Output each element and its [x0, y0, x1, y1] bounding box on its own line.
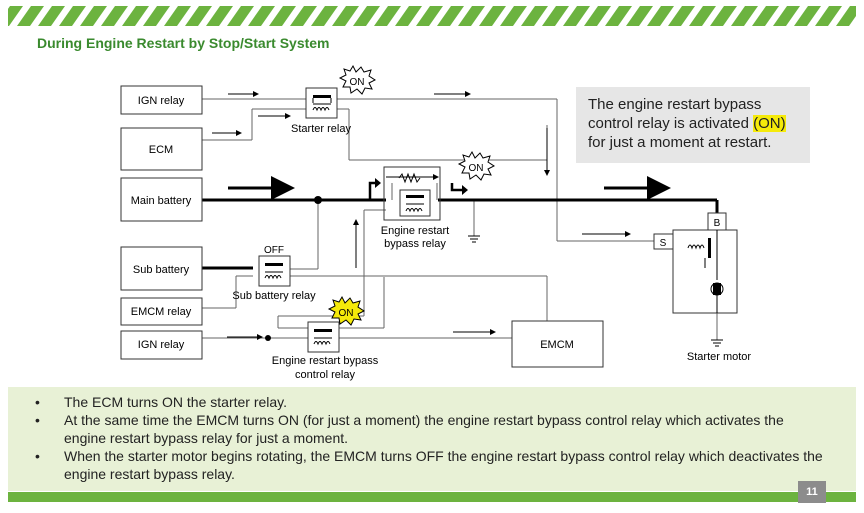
- header-stripe: [618, 6, 640, 26]
- emcm-relay-box: EMCM relay: [120, 297, 203, 326]
- circuit-diagram: IGN relay ECM Main battery Sub battery E…: [120, 64, 752, 381]
- ground-symbol: [711, 339, 723, 347]
- bullet-list: The ECM turns ON the starter relay. At t…: [8, 387, 856, 483]
- info-note-highlight: (ON): [753, 115, 786, 132]
- header-stripe: [219, 6, 241, 26]
- bypass-control-relay-symbol: [307, 321, 340, 353]
- starter-relay-on-text: ON: [350, 77, 365, 88]
- header-stripe: [555, 6, 577, 26]
- header-stripe: [408, 6, 430, 26]
- sub-battery-box: Sub battery: [120, 246, 203, 291]
- header-stripe: [261, 6, 283, 26]
- bullet-item: When the starter motor begins rotating, …: [35, 447, 824, 483]
- header-stripe: [135, 6, 157, 26]
- junction-dot: [265, 335, 271, 341]
- header-stripe: [387, 6, 409, 26]
- header-stripe: [807, 6, 829, 26]
- header-stripe: [30, 6, 52, 26]
- main-battery-box: Main battery: [120, 177, 203, 222]
- sub-battery-label: Sub battery: [133, 264, 190, 276]
- bullet-item: The ECM turns ON the starter relay.: [35, 393, 824, 411]
- header-stripe: [471, 6, 493, 26]
- header-stripe: [51, 6, 73, 26]
- main-battery-label: Main battery: [131, 195, 192, 207]
- emcm-label: EMCM: [540, 339, 574, 351]
- header-stripe: [282, 6, 304, 26]
- header-stripe: [534, 6, 556, 26]
- ground-symbol: [468, 235, 480, 243]
- starter-relay-on-burst: ON: [338, 64, 376, 95]
- header-stripe: [576, 6, 598, 26]
- info-note-line-1: The engine restart bypass: [588, 96, 762, 113]
- header-stripe: [345, 6, 367, 26]
- starter-relay-symbol: [305, 87, 338, 119]
- info-note-line-2: control relay is activated (ON): [588, 114, 810, 133]
- header-stripe: [156, 6, 178, 26]
- bypass-relay-symbol: [383, 166, 441, 221]
- info-note: The engine restart bypass control relay …: [576, 87, 810, 163]
- header-stripe: [681, 6, 703, 26]
- ign-relay-top-box: IGN relay: [120, 85, 203, 115]
- header-stripe-bar: [8, 6, 856, 26]
- ign-relay-top-label: IGN relay: [138, 95, 185, 107]
- junction-dot: [314, 196, 322, 204]
- ecm-box: ECM: [120, 127, 203, 171]
- header-stripe: [513, 6, 535, 26]
- starter-motor-label: Starter motor: [687, 351, 752, 363]
- bullet-panel: The ECM turns ON the starter relay. At t…: [8, 387, 856, 491]
- header-stripe: [660, 6, 682, 26]
- bypass-relay-on-burst: ON: [457, 150, 495, 181]
- header-stripe: [639, 6, 661, 26]
- header-stripe: [723, 6, 745, 26]
- header-stripe: [492, 6, 514, 26]
- header-stripe: [849, 16, 856, 26]
- header-stripe: [9, 6, 31, 26]
- page-number: 11: [798, 481, 826, 503]
- header-stripe: [702, 6, 724, 26]
- header-stripe: [828, 6, 850, 26]
- header-stripe: [429, 6, 451, 26]
- bypass-relay-on-text: ON: [469, 163, 484, 174]
- header-stripe: [744, 6, 766, 26]
- emcm-box: EMCM: [511, 320, 604, 368]
- sub-battery-relay-symbol: [258, 255, 291, 287]
- header-stripe: [240, 6, 262, 26]
- ecm-label: ECM: [149, 144, 173, 156]
- header-stripe: [72, 6, 94, 26]
- bypass-relay-label-1: Engine restart: [381, 225, 449, 237]
- header-stripe: [786, 6, 808, 26]
- bypass-control-on-text: ON: [339, 308, 354, 319]
- terminal-s-label: S: [660, 238, 667, 249]
- info-note-line-2-text: control relay is activated: [588, 115, 754, 132]
- header-stripe: [366, 6, 388, 26]
- header-stripe: [597, 6, 619, 26]
- bypass-relay-label-2: bypass relay: [384, 238, 446, 250]
- header-stripe: [93, 6, 115, 26]
- header-stripe: [765, 6, 787, 26]
- header-stripe: [450, 6, 472, 26]
- header-stripe: [198, 6, 220, 26]
- slide-title: During Engine Restart by Stop/Start Syst…: [37, 35, 330, 51]
- bypass-control-relay-label-2: control relay: [295, 369, 355, 381]
- emcm-relay-label: EMCM relay: [131, 306, 192, 318]
- bullet-item: At the same time the EMCM turns ON (for …: [35, 411, 824, 447]
- sub-battery-relay-off-label: OFF: [264, 245, 284, 256]
- footer-bar: [8, 492, 856, 502]
- header-stripe: [303, 6, 325, 26]
- header-stripe: [177, 6, 199, 26]
- sub-battery-relay-label: Sub battery relay: [232, 290, 316, 302]
- ign-relay-bottom-label: IGN relay: [138, 339, 185, 351]
- starter-relay-label: Starter relay: [291, 123, 351, 135]
- bypass-control-on-burst: ON: [327, 295, 365, 326]
- starter-motor-symbol: B S: [653, 212, 738, 314]
- bypass-control-relay-label-1: Engine restart bypass: [272, 355, 379, 367]
- info-note-line-3: for just a moment at restart.: [588, 134, 772, 151]
- ign-relay-bottom-box: IGN relay: [120, 330, 203, 360]
- header-stripe: [324, 6, 346, 26]
- terminal-b-label: B: [714, 218, 721, 229]
- header-stripe: [114, 6, 136, 26]
